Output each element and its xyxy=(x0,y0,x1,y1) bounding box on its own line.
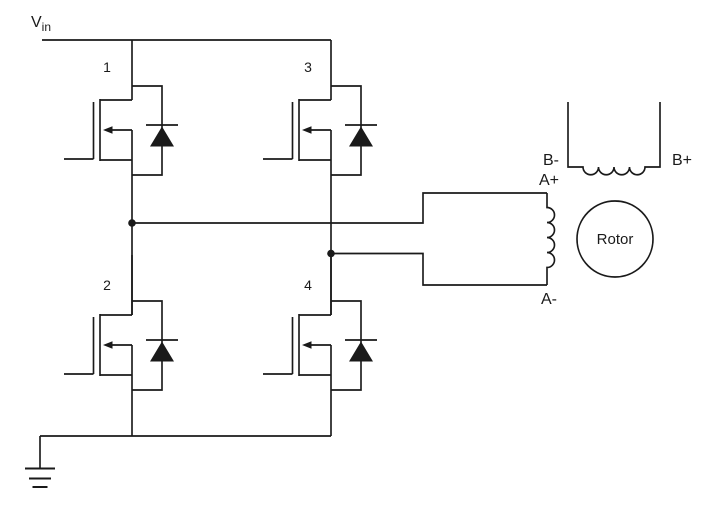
wire-a-plus xyxy=(132,192,547,224)
junction-dot-left xyxy=(128,219,136,227)
label-b-minus: B- xyxy=(543,152,559,169)
ground-icon xyxy=(25,436,55,488)
mosfet-3-label: 3 xyxy=(304,59,312,75)
coil-a xyxy=(546,193,556,285)
mosfet-2-symbol xyxy=(63,254,179,391)
coil-b xyxy=(567,102,661,176)
mosfet-3-symbol xyxy=(262,39,378,176)
mosfet-4-symbol xyxy=(262,254,378,391)
junction-dot-right xyxy=(327,249,335,258)
rotor-label: Rotor xyxy=(597,231,634,248)
rotor-circle xyxy=(576,200,654,278)
label-b-plus: B+ xyxy=(672,152,692,169)
label-a-minus: A- xyxy=(541,291,557,308)
mosfet-1-label: 1 xyxy=(103,59,111,75)
mosfet-1-symbol xyxy=(63,39,179,176)
vin-label: Vin xyxy=(31,14,51,34)
mosfet-4-label: 4 xyxy=(304,277,312,293)
label-a-plus: A+ xyxy=(539,172,559,189)
wire-a-minus xyxy=(331,252,547,286)
mosfet-2-label: 2 xyxy=(103,277,111,293)
